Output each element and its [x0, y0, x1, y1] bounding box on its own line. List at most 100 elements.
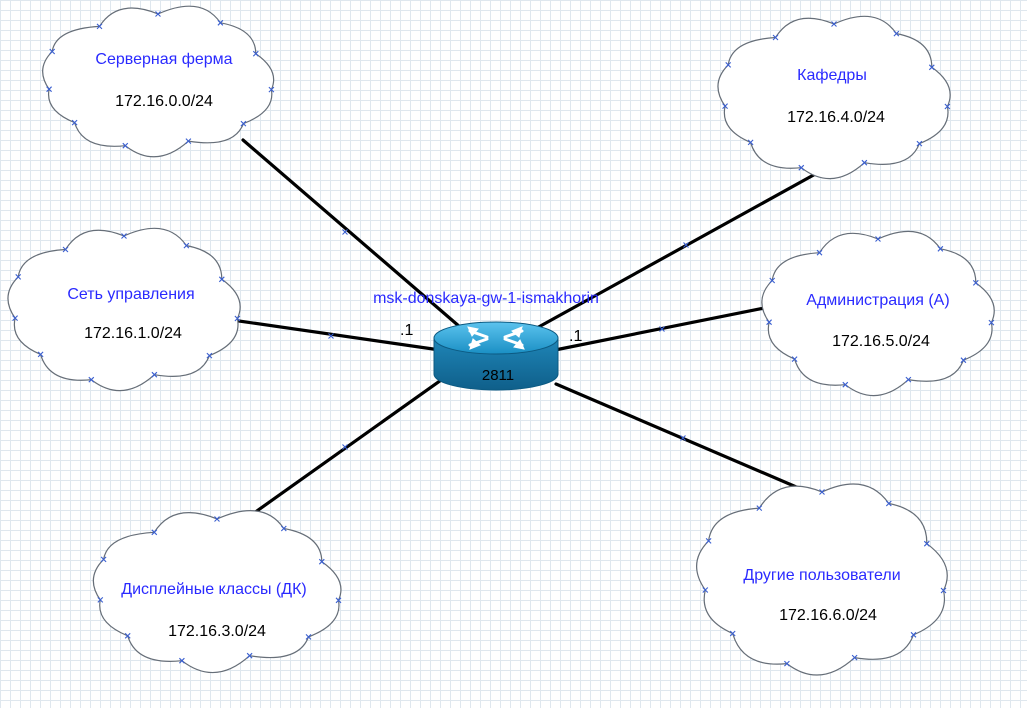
- cloud-marker: [252, 50, 259, 57]
- cloud-marker: [798, 164, 805, 171]
- cloud-outline: [717, 15, 951, 180]
- cloud-marker: [335, 597, 342, 604]
- cloud-name: Серверная ферма: [95, 51, 232, 68]
- cloud-marker: [702, 587, 709, 593]
- cloud-outline: [7, 227, 241, 392]
- cloud-marker: [183, 242, 190, 249]
- cloud-marker: [268, 86, 275, 93]
- cloud-outline-markers: [46, 11, 275, 149]
- link-server-farm[interactable]: [241, 138, 462, 329]
- cloud-marker: [816, 249, 823, 256]
- cloud-marker: [15, 274, 22, 280]
- router-2811[interactable]: 2811: [433, 321, 559, 391]
- cloud-marker: [784, 660, 790, 667]
- cloud-marker: [937, 245, 944, 252]
- cloud-server-farm[interactable]: Серверная ферма 172.16.0.0/24: [42, 5, 275, 158]
- cloud-marker: [705, 538, 712, 544]
- cloud-outline: [696, 483, 948, 676]
- cloud-marker: [155, 11, 161, 17]
- cloud-network-address: 172.16.6.0/24: [779, 607, 877, 624]
- network-clouds: Серверная ферма 172.16.0.0/24 Сеть управ…: [7, 5, 995, 676]
- cloud-marker: [151, 371, 158, 378]
- cloud-marker: [819, 489, 825, 495]
- cloud-marker: [729, 630, 736, 637]
- cloud-marker: [121, 233, 127, 239]
- cloud-marker: [280, 525, 287, 532]
- cloud-marker: [885, 500, 892, 507]
- cloud-marker: [100, 556, 107, 563]
- cloud-outline: [42, 5, 275, 158]
- cloud-marker: [972, 280, 979, 286]
- link-departments[interactable]: [533, 165, 830, 331]
- cloud-marker: [756, 505, 763, 511]
- cloud-marker: [791, 356, 798, 362]
- cloud-marker: [875, 236, 881, 242]
- cloud-marker: [722, 103, 728, 109]
- cloud-outline: [761, 230, 995, 397]
- cloud-marker: [124, 632, 131, 639]
- cloud-marker: [988, 319, 995, 326]
- router-arrows-icon: [467, 326, 525, 350]
- cloud-marker: [893, 30, 900, 37]
- cloud-display-classes[interactable]: Дисплейные классы (ДК) 172.16.3.0/24: [92, 510, 342, 674]
- cloud-marker: [46, 86, 52, 93]
- cloud-name: Сеть управления: [67, 286, 194, 303]
- cloud-marker: [923, 540, 930, 547]
- cloud-marker: [62, 246, 69, 253]
- cloud-network-address: 172.16.3.0/24: [168, 623, 266, 640]
- cloud-name: Администрация (А): [806, 292, 949, 309]
- cloud-marker: [766, 319, 772, 326]
- cloud-outline-markers: [702, 489, 947, 667]
- cloud-administration[interactable]: Администрация (А) 172.16.5.0/24: [761, 230, 995, 397]
- cloud-marker: [851, 654, 858, 661]
- cloud-marker: [928, 64, 935, 71]
- left-interface-label: .1: [400, 322, 413, 339]
- cloud-marker: [49, 48, 56, 55]
- cloud-marker: [772, 34, 779, 41]
- cloud-marker: [240, 120, 247, 127]
- cloud-marker: [940, 587, 947, 594]
- router-hostname-label: msk-donskaya-gw-1-ismakhorin: [373, 290, 599, 307]
- cloud-marker: [861, 159, 868, 166]
- link-other-users[interactable]: [554, 382, 810, 494]
- cloud-marker: [960, 357, 967, 364]
- cloud-name: Кафедры: [797, 67, 867, 84]
- cloud-marker: [831, 21, 837, 27]
- cloud-marker: [747, 139, 754, 146]
- cloud-marker: [318, 558, 325, 565]
- cloud-marker: [218, 276, 225, 283]
- cloud-management-network[interactable]: Сеть управления 172.16.1.0/24: [7, 227, 241, 392]
- link-management[interactable]: [230, 318, 442, 352]
- cloud-other-users[interactable]: Другие пользователи 172.16.6.0/24: [696, 483, 948, 676]
- cloud-outline: [92, 510, 342, 674]
- cloud-marker: [122, 142, 129, 149]
- cloud-marker: [179, 657, 185, 664]
- link-administration[interactable]: [553, 306, 766, 352]
- cloud-marker: [206, 352, 213, 359]
- cloud-marker: [97, 597, 104, 603]
- cloud-outline-markers: [12, 233, 241, 383]
- cloud-marker: [769, 277, 776, 284]
- cloud-marker: [910, 631, 917, 638]
- link-markers: [328, 229, 689, 450]
- router-top: [433, 321, 559, 355]
- cloud-name: Другие пользователи: [743, 567, 900, 584]
- cloud-outline-markers: [766, 236, 995, 388]
- cloud-marker: [71, 119, 78, 126]
- cloud-marker: [725, 62, 732, 68]
- cloud-marker: [88, 376, 95, 383]
- cloud-marker: [905, 376, 912, 383]
- router-model-label: 2811: [482, 367, 514, 384]
- cloud-outline-markers: [97, 516, 342, 664]
- cloud-marker: [234, 315, 241, 322]
- cloud-marker: [12, 315, 18, 321]
- cloud-marker: [916, 140, 923, 147]
- cloud-name: Дисплейные классы (ДК): [121, 581, 306, 598]
- cloud-marker: [151, 529, 158, 536]
- cloud-departments[interactable]: Кафедры 172.16.4.0/24: [717, 15, 951, 180]
- cloud-marker: [217, 19, 224, 26]
- cloud-network-address: 172.16.4.0/24: [787, 109, 885, 126]
- cloud-network-address: 172.16.0.0/24: [115, 93, 213, 110]
- cloud-marker: [96, 23, 103, 30]
